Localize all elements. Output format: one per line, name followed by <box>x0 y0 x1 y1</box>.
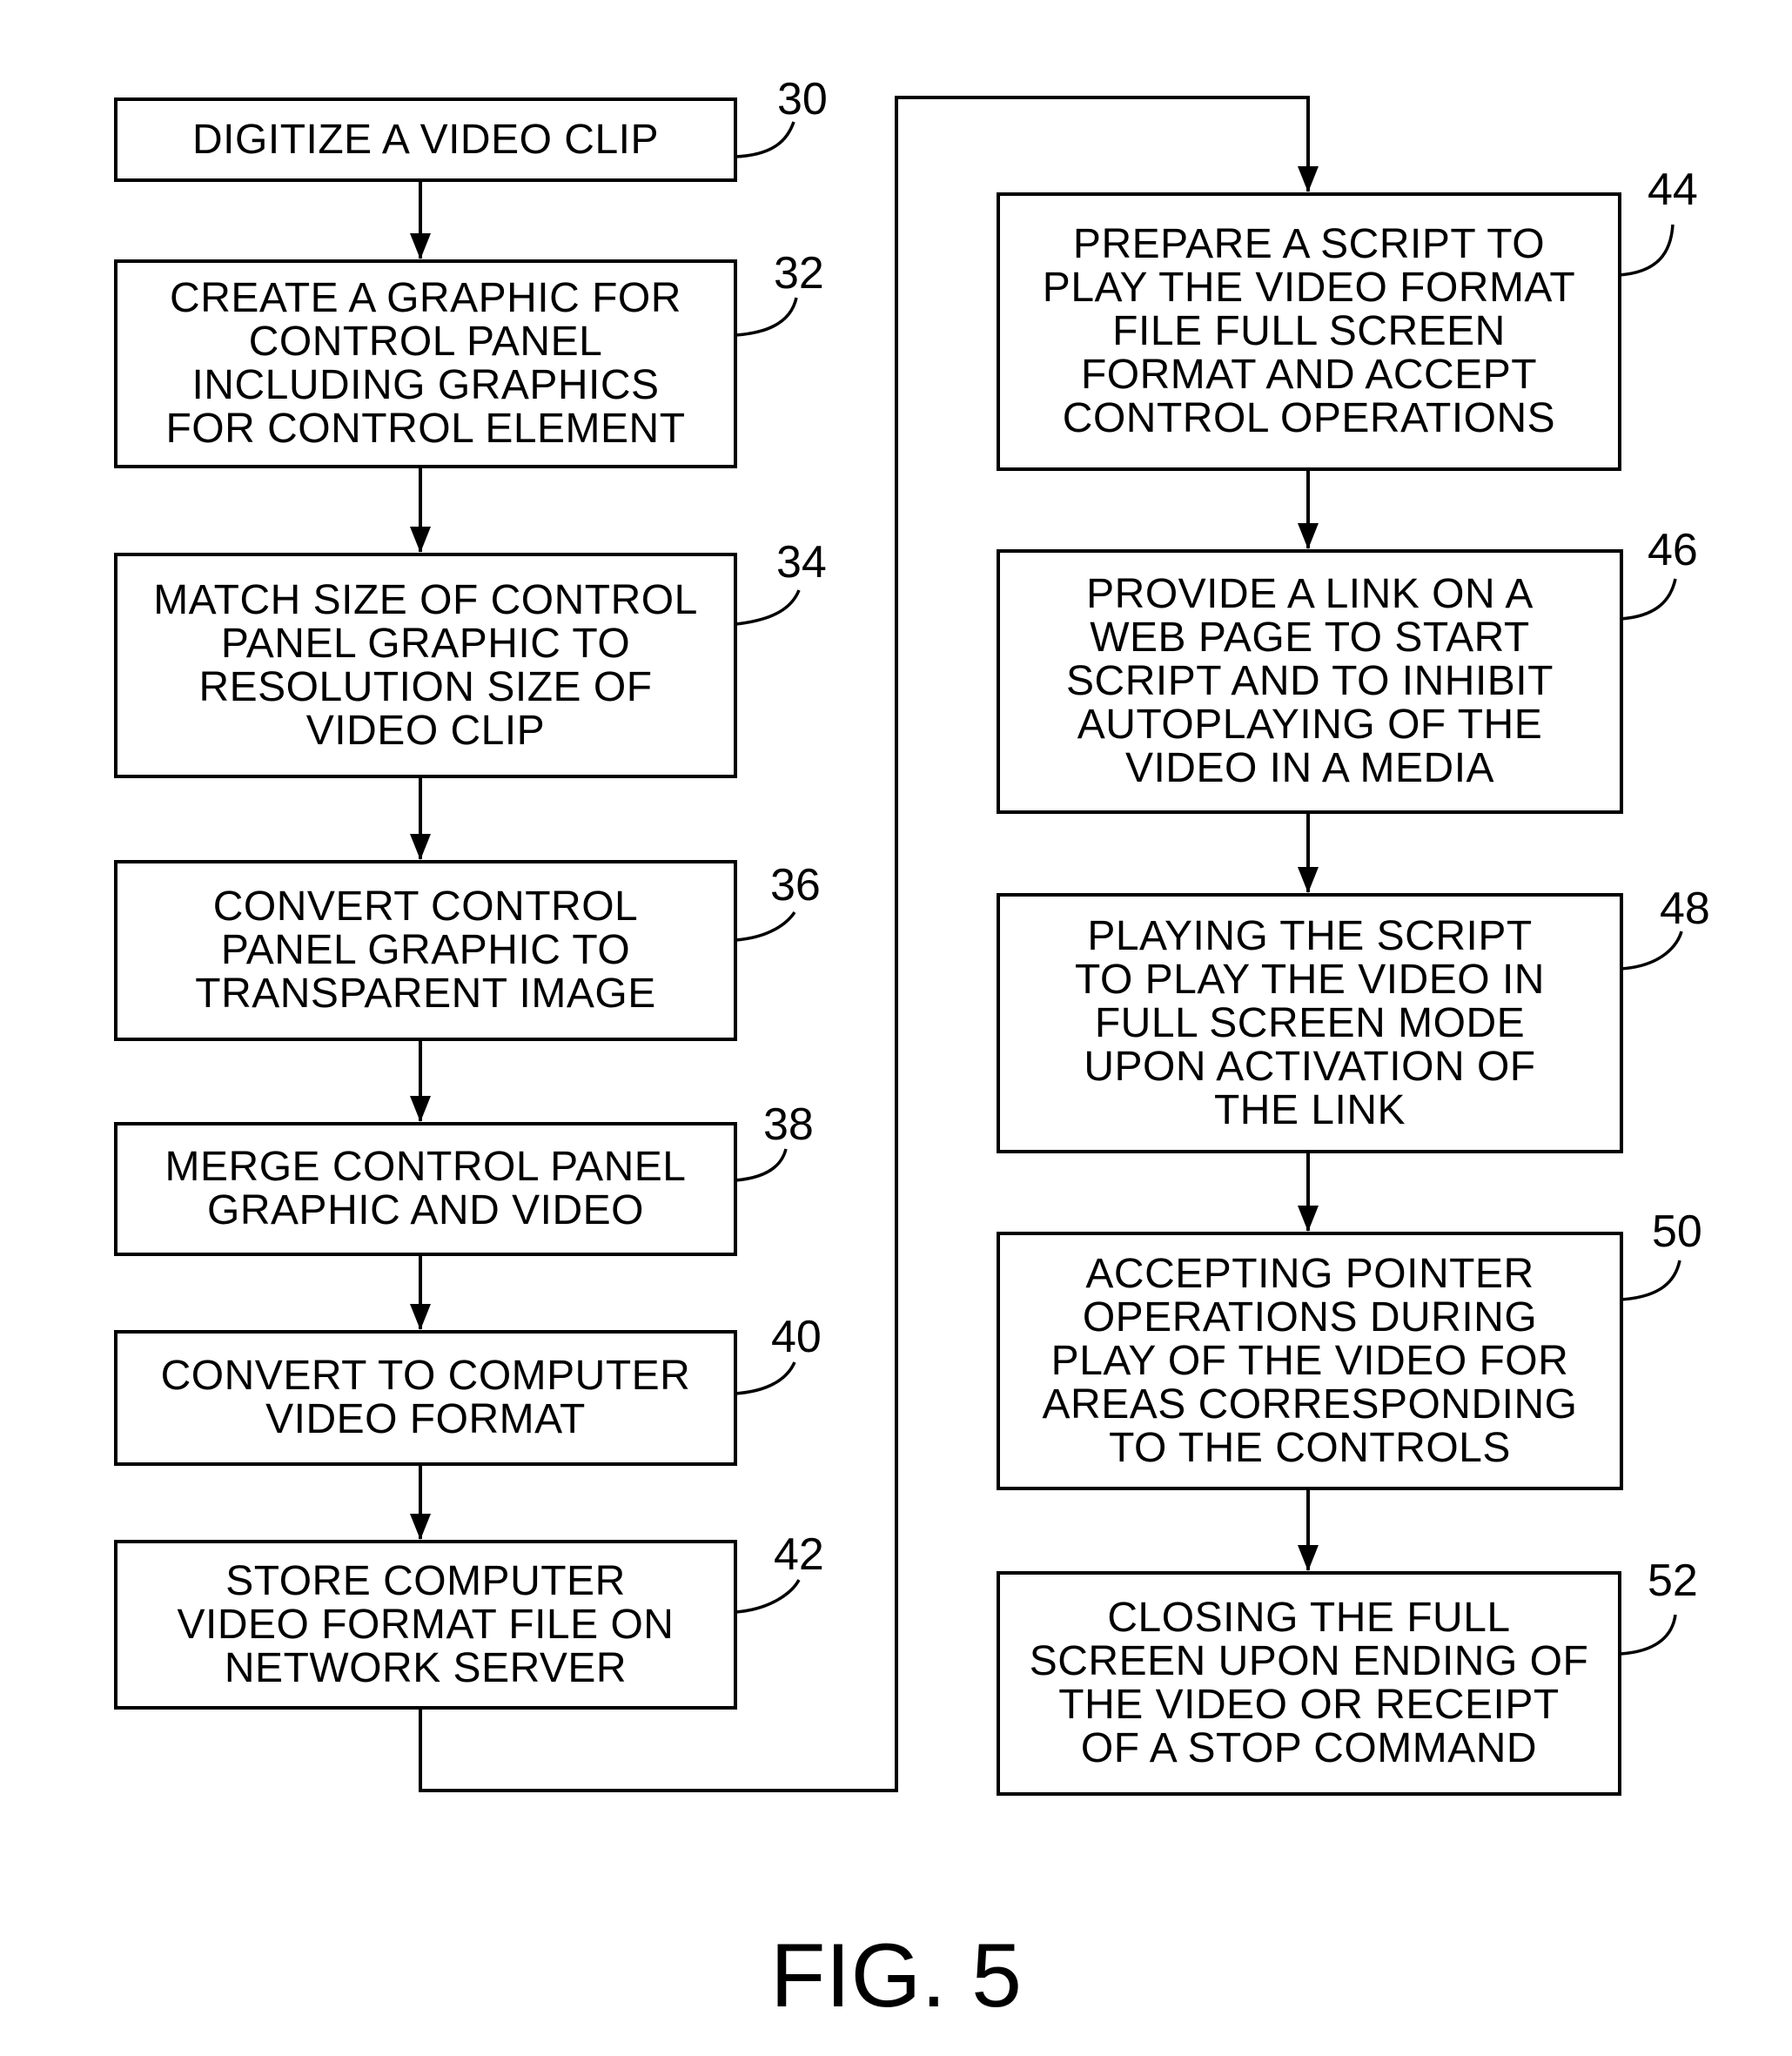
step-box-50: ACCEPTING POINTER OPERATIONS DURING PLAY… <box>997 1232 1623 1490</box>
leader-48 <box>1621 931 1681 969</box>
leader-30 <box>735 122 794 157</box>
ref-numeral-42: 42 <box>774 1532 824 1577</box>
step-box-48: PLAYING THE SCRIPT TO PLAY THE VIDEO IN … <box>997 893 1623 1153</box>
arrowhead <box>1298 1545 1319 1571</box>
arrowhead <box>1298 166 1319 192</box>
leader-44 <box>1619 225 1673 275</box>
step-text: PLAYING THE SCRIPT TO PLAY THE VIDEO IN … <box>1075 915 1545 1132</box>
leader-40 <box>735 1362 795 1394</box>
step-box-46: PROVIDE A LINK ON A WEB PAGE TO START SC… <box>997 549 1623 814</box>
ref-numeral-44: 44 <box>1648 167 1698 212</box>
step-text: CONVERT CONTROL PANEL GRAPHIC TO TRANSPA… <box>195 885 655 1016</box>
step-box-42: STORE COMPUTER VIDEO FORMAT FILE ON NETW… <box>114 1540 737 1710</box>
figure-label: FIG. 5 <box>0 1928 1792 2024</box>
ref-numeral-32: 32 <box>774 251 824 296</box>
arrowhead <box>1298 1206 1319 1232</box>
arrowhead <box>410 233 431 259</box>
ref-numeral-30: 30 <box>777 77 828 122</box>
leader-36 <box>735 912 795 940</box>
step-box-36: CONVERT CONTROL PANEL GRAPHIC TO TRANSPA… <box>114 860 737 1041</box>
ref-numeral-46: 46 <box>1648 527 1698 573</box>
ref-numeral-48: 48 <box>1660 886 1710 931</box>
leader-52 <box>1621 1615 1675 1654</box>
ref-numeral-40: 40 <box>771 1314 822 1360</box>
step-text: CREATE A GRAPHIC FOR CONTROL PANEL INCLU… <box>165 277 685 451</box>
ref-numeral-36: 36 <box>770 863 821 908</box>
ref-numeral-38: 38 <box>763 1102 814 1147</box>
step-text: PROVIDE A LINK ON A WEB PAGE TO START SC… <box>1066 573 1554 790</box>
arrowhead <box>1298 523 1319 549</box>
leader-38 <box>735 1149 786 1180</box>
step-box-34: MATCH SIZE OF CONTROL PANEL GRAPHIC TO R… <box>114 553 737 778</box>
step-text: ACCEPTING POINTER OPERATIONS DURING PLAY… <box>1043 1253 1578 1470</box>
leader-50 <box>1621 1260 1680 1300</box>
arrowhead <box>410 1096 431 1122</box>
step-text: STORE COMPUTER VIDEO FORMAT FILE ON NETW… <box>178 1560 675 1690</box>
step-text: CLOSING THE FULL SCREEN UPON ENDING OF T… <box>1030 1596 1589 1770</box>
ref-numeral-50: 50 <box>1652 1209 1702 1254</box>
step-text: PREPARE A SCRIPT TO PLAY THE VIDEO FORMA… <box>1043 223 1575 440</box>
leader-34 <box>735 590 799 624</box>
arrowhead <box>1298 867 1319 893</box>
step-text: MERGE CONTROL PANEL GRAPHIC AND VIDEO <box>165 1146 687 1233</box>
leader-32 <box>735 298 796 335</box>
arrowhead <box>410 1304 431 1330</box>
step-text: DIGITIZE A VIDEO CLIP <box>192 118 659 162</box>
leader-46 <box>1621 579 1675 619</box>
step-text: CONVERT TO COMPUTER VIDEO FORMAT <box>161 1354 691 1441</box>
step-box-52: CLOSING THE FULL SCREEN UPON ENDING OF T… <box>997 1571 1621 1796</box>
step-box-38: MERGE CONTROL PANEL GRAPHIC AND VIDEO <box>114 1122 737 1256</box>
ref-numeral-34: 34 <box>776 540 827 585</box>
step-text: MATCH SIZE OF CONTROL PANEL GRAPHIC TO R… <box>153 579 698 753</box>
leader-42 <box>735 1580 799 1612</box>
step-box-44: PREPARE A SCRIPT TO PLAY THE VIDEO FORMA… <box>997 192 1621 471</box>
arrowhead <box>410 834 431 860</box>
step-box-40: CONVERT TO COMPUTER VIDEO FORMAT <box>114 1330 737 1466</box>
step-box-32: CREATE A GRAPHIC FOR CONTROL PANEL INCLU… <box>114 259 737 468</box>
arrowhead <box>410 527 431 553</box>
step-box-30: DIGITIZE A VIDEO CLIP <box>114 97 737 182</box>
arrowhead <box>410 1514 431 1540</box>
ref-numeral-52: 52 <box>1648 1558 1698 1603</box>
